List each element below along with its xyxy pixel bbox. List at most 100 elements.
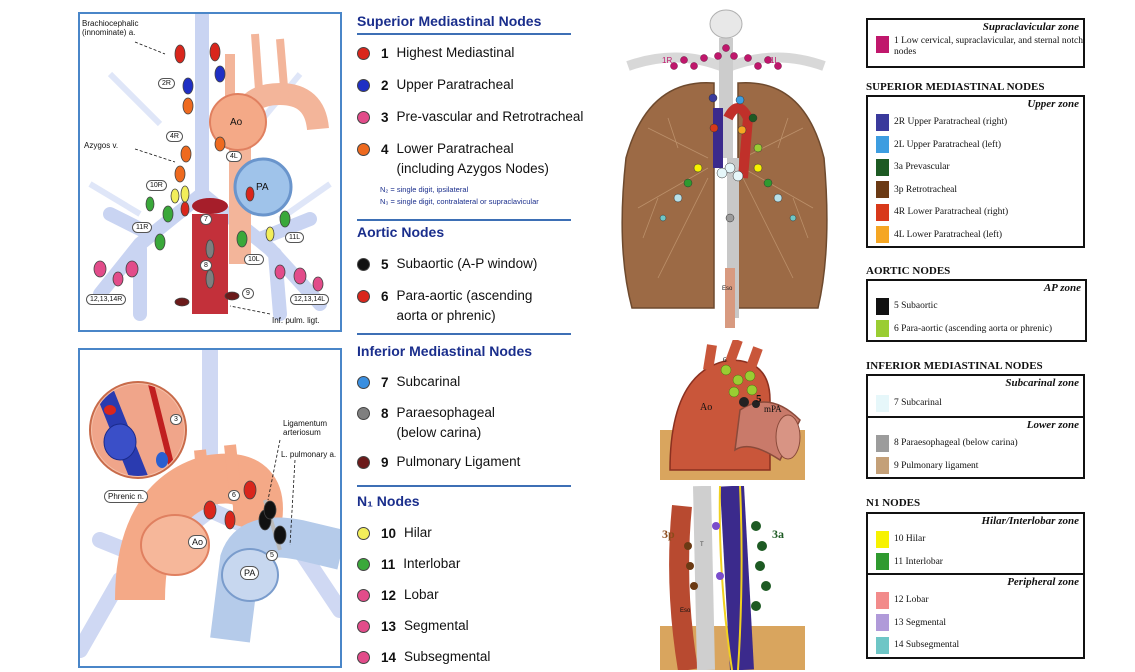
legend-text: Pulmonary Ligament: [397, 452, 521, 472]
swatch-6: [876, 320, 889, 337]
label-eso-med: Eso: [680, 608, 691, 614]
node-1-swatch: [357, 47, 370, 60]
table-item-4r: 4R Lower Paratracheal (right): [868, 201, 1083, 224]
lower-zone: Lower zone: [868, 418, 1083, 432]
swatch-2r: [876, 114, 889, 131]
aortic-nodes-title: AORTIC NODES: [866, 265, 950, 277]
label-3a: 3a: [772, 527, 784, 541]
label-eso-lungs: Eso: [722, 286, 733, 292]
legend-text: Subsegmental: [404, 647, 490, 667]
n3-note: N₃ = single digit, contralateral or supr…: [380, 197, 539, 206]
table-item-text: 1 Low cervical, supraclavicular, and ste…: [894, 36, 1083, 58]
aorta-6-label: 6: [723, 356, 727, 364]
legend-text: Upper Paratracheal: [397, 75, 514, 95]
node-5-bubble: 5: [266, 550, 278, 561]
swatch-12: [876, 592, 889, 609]
table-item-3a: 3a Prevascular: [868, 156, 1083, 179]
legend-item-1: 1 Highest Mediastinal: [357, 46, 514, 63]
legend-text: Subaortic (A-P window): [397, 254, 538, 274]
node-6-bubble: 6: [228, 490, 240, 501]
table-item-text: 3p Retrotracheal: [894, 185, 957, 195]
table-item-text: 12 Lobar: [894, 595, 929, 605]
ap-zone: AP zone: [868, 281, 1085, 295]
table-item-text: 3a Prevascular: [894, 162, 950, 172]
table-item-14: 14 Subsegmental: [868, 634, 1083, 657]
table-item-12: 12 Lobar: [868, 589, 1083, 612]
table-item-3p: 3p Retrotracheal: [868, 179, 1083, 202]
legend-text: Lobar: [404, 585, 439, 605]
superior-legend-title: Superior Mediastinal Nodes: [357, 13, 541, 29]
node-8-bubble: 8: [200, 260, 212, 271]
upper-zone: Upper zone: [868, 97, 1083, 111]
inferior-nodes-title: INFERIOR MEDIASTINAL NODES: [866, 360, 1043, 372]
bottom-diagram-drawing: [80, 350, 342, 668]
node-10-swatch: [357, 527, 370, 540]
node-4-swatch: [357, 143, 370, 156]
aorta-ao-label: Ao: [700, 402, 712, 413]
lungs-illustration: 1R 1L Eso: [618, 8, 830, 330]
superior-nodes-box: Upper zone 2R Upper Paratracheal (right)…: [866, 95, 1085, 248]
brachiocephalic-label: Brachiocephalic (innominate) a.: [82, 20, 138, 38]
node-5-swatch: [357, 258, 370, 271]
legend-item-9: 9 Pulmonary Ligament: [357, 455, 520, 472]
node-2r-bubble: 2R: [158, 78, 175, 89]
legend-item-3: 3 Pre-vascular and Retrotracheal: [357, 110, 583, 127]
node-10l-bubble: 10L: [244, 254, 264, 265]
swatch-10: [876, 531, 889, 548]
legend-text: Lower Paratracheal (including Azygos Nod…: [397, 139, 549, 179]
legend-num: 11: [381, 557, 395, 572]
table-item-11: 11 Interlobar: [868, 551, 1083, 574]
node-8-swatch: [357, 407, 370, 420]
table-item-13: 13 Segmental: [868, 612, 1083, 635]
node-4r-bubble: 4R: [166, 131, 183, 142]
l-pulmonary-label: L. pulmonary a.: [281, 451, 336, 460]
legend-num: 14: [381, 650, 396, 665]
swatch-5: [876, 298, 889, 315]
node-11-swatch: [357, 558, 370, 571]
node-3-swatch: [357, 111, 370, 124]
inf-pulm-label: Inf. pulm. ligt.: [272, 317, 320, 326]
table-item-text: 9 Pulmonary ligament: [894, 461, 978, 471]
table-item-8: 8 Paraesophageal (below carina): [868, 432, 1083, 455]
legend-num: 6: [381, 289, 389, 304]
legend-item-14: 14 Subsegmental: [357, 650, 490, 667]
inferior-rule: [357, 333, 571, 335]
n1-rule: [357, 485, 571, 487]
legend-text: Paraesophageal (below carina): [397, 403, 495, 443]
node-14r-bubble: 12,13,14R: [86, 294, 126, 305]
legend-text: Para-aortic (ascending aorta or phrenic): [397, 286, 533, 326]
legend-text: Hilar: [404, 523, 432, 543]
table-item-text: 4L Lower Paratracheal (left): [894, 230, 1002, 240]
swatch-7: [876, 395, 889, 412]
node-14l-bubble: 12,13,14L: [290, 294, 329, 305]
legend-item-12: 12 Lobar: [357, 588, 439, 605]
legend-num: 2: [381, 78, 389, 93]
legend-item-6: 6 Para-aortic (ascending aorta or phreni…: [357, 289, 532, 326]
swatch-9: [876, 457, 889, 474]
aortic-rule: [357, 219, 571, 221]
legend-item-4: 4 Lower Paratracheal (including Azygos N…: [357, 142, 549, 179]
aorta-illustration: Ao 5 mPA 6: [660, 340, 805, 480]
aortic-nodes-box: AP zone 5 Subaortic 6 Para-aortic (ascen…: [866, 279, 1087, 342]
legend-item-2: 2 Upper Paratracheal: [357, 78, 514, 95]
ao-bottom-label: Ao: [188, 535, 207, 549]
table-item-text: 14 Subsegmental: [894, 640, 959, 650]
legend-item-13: 13 Segmental: [357, 619, 469, 636]
label-vc: VC: [755, 552, 764, 558]
table-item-text: 7 Subcarinal: [894, 398, 942, 408]
legend-num: 13: [381, 619, 396, 634]
legend-num: 3: [381, 110, 389, 125]
table-item-text: 13 Segmental: [894, 618, 946, 628]
label-1l: 1L: [770, 56, 779, 65]
top-diagram-drawing: [80, 14, 342, 332]
aorta-5-label: 5: [756, 393, 762, 405]
table-item-text: 2L Upper Paratracheal (left): [894, 140, 1001, 150]
peripheral-zone: Peripheral zone: [868, 575, 1083, 589]
subcarinal-zone: Subcarinal zone: [868, 376, 1083, 390]
legend-item-11: 11 Interlobar: [357, 557, 460, 574]
table-item-6: 6 Para-aortic (ascending aorta or phreni…: [868, 318, 1085, 341]
supraclavicular-zone: Supraclavicular zone: [868, 20, 1083, 34]
node-13-swatch: [357, 620, 370, 633]
swatch-14: [876, 637, 889, 654]
legend-text: Segmental: [404, 616, 469, 636]
